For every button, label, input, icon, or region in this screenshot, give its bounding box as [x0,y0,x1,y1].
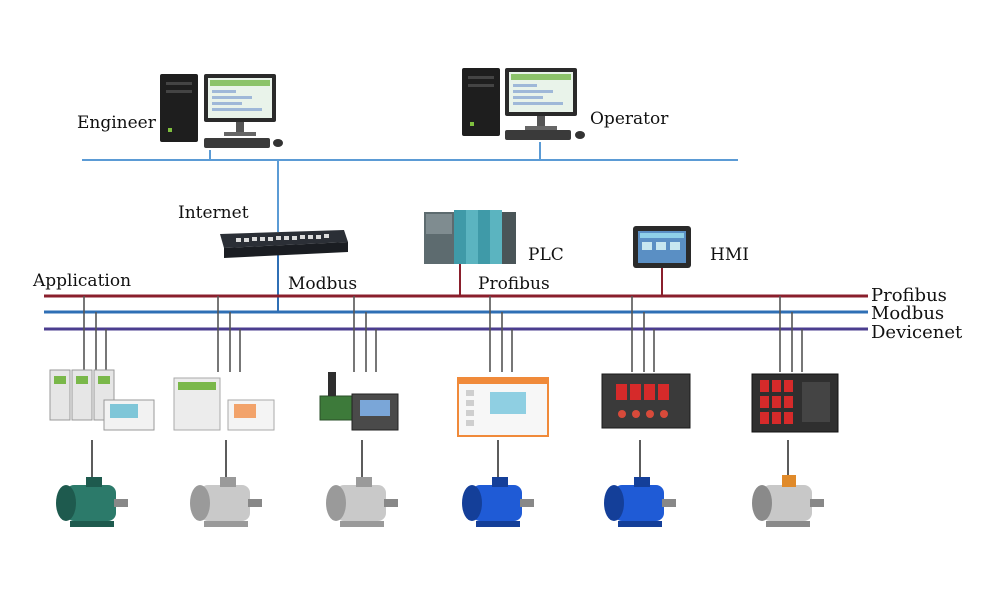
device-column [49,296,155,527]
hmi-icon [633,226,691,296]
internet-label: Internet [178,203,249,223]
plc-label: PLC [528,245,564,265]
din-rail-protector-icon [173,377,275,431]
modbus-bus-label: Modbus [871,303,945,324]
engineer-pc-icon [160,74,283,148]
engineer-label: Engineer [77,113,156,133]
device-column [457,296,549,527]
device-column [601,296,691,527]
green-motor-icon [56,477,128,527]
blue-motor-icon [604,477,676,527]
devicenet-bus-label: Devicenet [871,322,963,343]
silver-motor-icon [190,477,262,527]
operator-label: Operator [590,109,669,129]
profibus-top-label: Profibus [478,274,550,294]
silver-motor-icon [326,477,398,527]
multi-display-meter-icon [751,373,839,433]
plc-icon [424,210,516,296]
operator-pc-icon [462,68,585,140]
modbus-top-label: Modbus [288,274,358,294]
profibus-bus-label: Profibus [871,285,947,306]
led-panel-meter-icon [601,373,691,429]
protector-with-display-icon [319,372,399,431]
application-label: Application [33,271,132,291]
motor-protector-modules-icon [49,369,155,431]
network-switch-icon [220,230,348,258]
orange-panel-protector-icon [457,377,549,437]
hmi-label: HMI [710,245,749,265]
explosion-proof-motor-icon [752,475,824,527]
device-column [173,296,275,527]
device-column [319,296,399,527]
device-column [751,296,839,527]
blue-motor-icon [462,477,534,527]
